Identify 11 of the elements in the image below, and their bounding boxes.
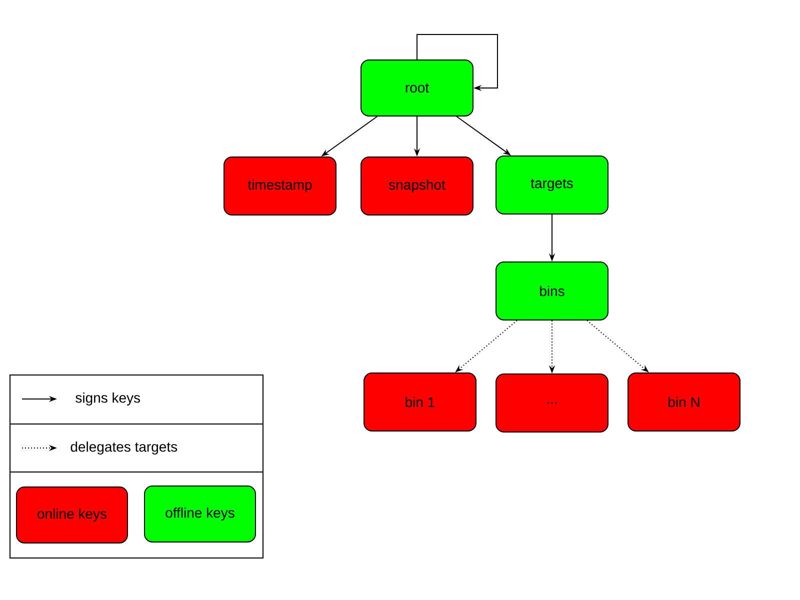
legend-text: delegates targets <box>70 441 178 455</box>
key-box: timestamp <box>224 156 336 216</box>
arrow <box>416 34 498 92</box>
key-box: bin N <box>628 372 740 432</box>
key-box: bin 1 <box>364 372 476 432</box>
legend-text: signs keys <box>76 392 140 406</box>
key-box: snapshot <box>360 156 474 216</box>
key-box: root <box>360 60 474 116</box>
key-box: targets <box>496 156 608 214</box>
key-box: ... <box>496 374 608 432</box>
key-box: bins <box>496 262 608 320</box>
